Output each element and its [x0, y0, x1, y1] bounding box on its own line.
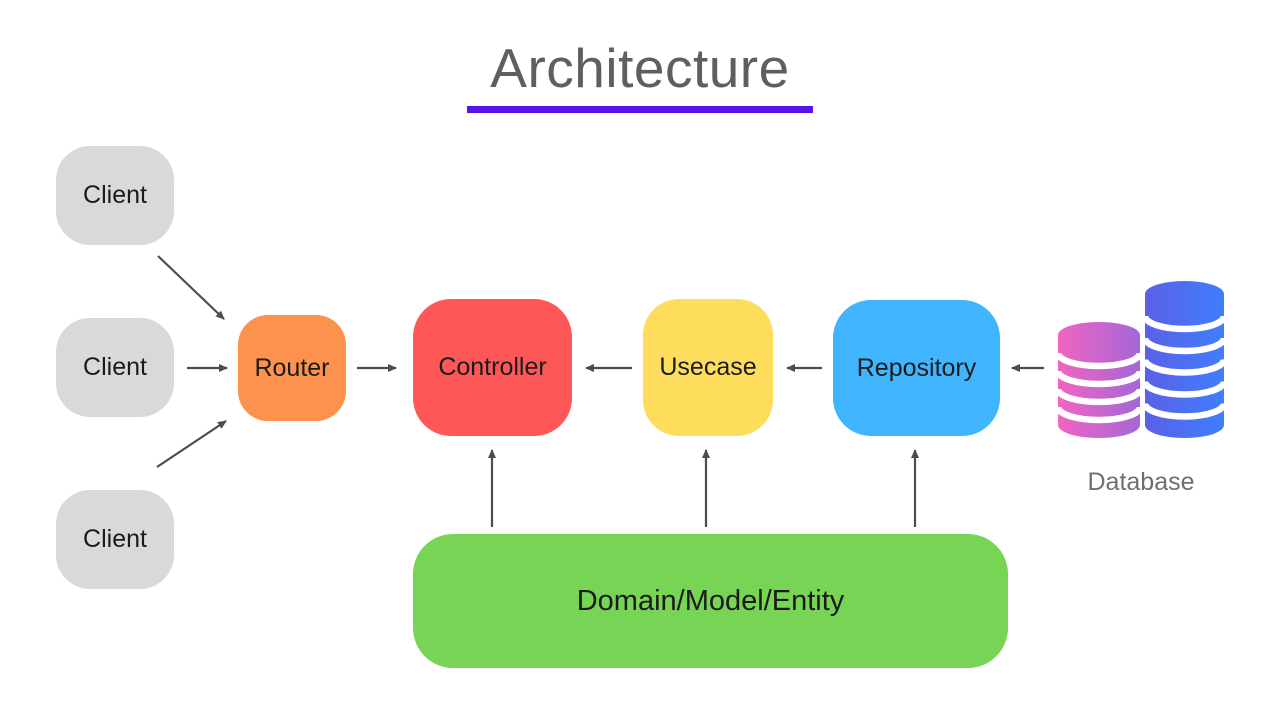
node-repository-label: Repository — [856, 353, 977, 382]
arrow-client1-to-router — [157, 255, 225, 320]
arrow-client3-to-router — [156, 420, 227, 468]
node-usecase-label: Usecase — [659, 353, 757, 381]
node-client-1-label: Client — [83, 181, 147, 209]
node-client-2: Client — [56, 318, 174, 417]
node-domain-model-entity: Domain/Model/Entity — [413, 534, 1008, 668]
node-usecase: Usecase — [643, 299, 773, 436]
node-client-2-label: Client — [83, 353, 147, 381]
node-router: Router — [238, 315, 346, 421]
database-label: Database — [1087, 468, 1195, 496]
title-underline — [467, 106, 813, 113]
node-controller: Controller — [413, 299, 572, 436]
node-controller-label: Controller — [438, 353, 547, 381]
node-client-3: Client — [56, 490, 174, 589]
node-domain-label: Domain/Model/Entity — [576, 584, 845, 617]
database-right-stack — [1141, 281, 1224, 438]
page-title: Architecture — [490, 37, 790, 99]
database-left-stack — [1058, 322, 1144, 438]
database-icon — [1058, 281, 1224, 438]
node-router-label: Router — [254, 353, 330, 382]
node-client-3-label: Client — [83, 525, 147, 553]
node-client-1: Client — [56, 146, 174, 245]
node-repository: Repository — [833, 300, 1000, 436]
